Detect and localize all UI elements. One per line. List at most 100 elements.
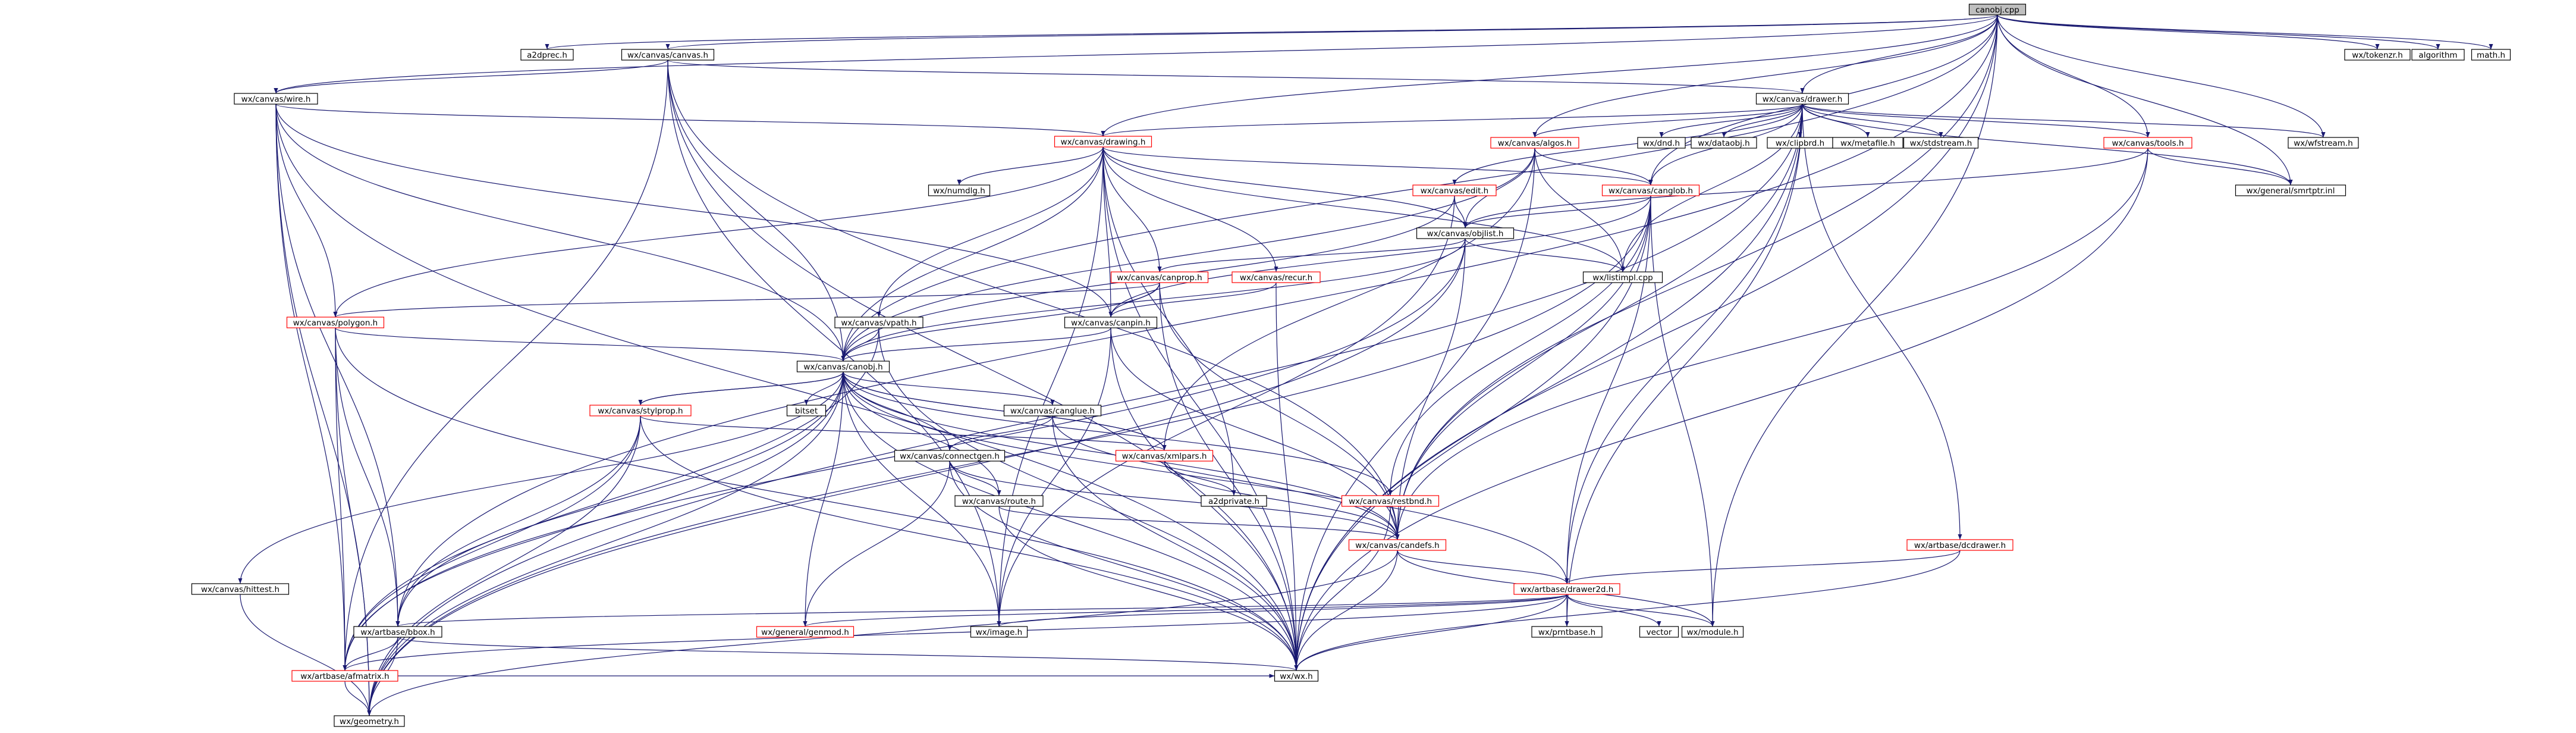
node-edit-h[interactable]: wx/canvas/edit.h [1412,184,1497,196]
node-polygon-h[interactable]: wx/canvas/polygon.h [286,317,385,328]
node-dataobj-h[interactable]: wx/dataobj.h [1691,137,1757,149]
edge-canvas-h-to-image-h [667,59,1000,627]
node-wfstream-h[interactable]: wx/wfstream.h [2288,137,2359,149]
node-wx-h[interactable]: wx/wx.h [1274,670,1319,682]
node-stylprop-h[interactable]: wx/canvas/stylprop.h [589,405,692,416]
node-stdstream-h[interactable]: wx/stdstream.h [1903,137,1979,149]
node-genmod-h[interactable]: wx/general/genmod.h [756,626,855,638]
edge-arrowhead [803,621,808,627]
node-canprop-h[interactable]: wx/canvas/canprop.h [1110,271,1209,283]
edge-drawing-h-to-objlist-h [1102,146,1466,228]
edge-bbox-h-to-wx-h [397,637,1297,671]
node-box [1582,271,1663,283]
node-vector[interactable]: vector [1639,626,1679,638]
node-box [786,405,827,416]
node-hittest-h[interactable]: wx/canvas/hittest.h [191,583,290,595]
edge-tools-h-to-candefs-h [1397,148,2148,540]
node-bbox-h[interactable]: wx/artbase/bbox.h [353,626,442,638]
node-vpath-h[interactable]: wx/canvas/vpath.h [834,317,923,328]
node-box [1274,670,1319,682]
node-canpin-h[interactable]: wx/canvas/canpin.h [1064,317,1158,328]
node-a2dprec[interactable]: a2dprec.h [520,49,574,61]
node-label: wx/clipbrd.h [1776,139,1824,148]
edge-canprop-h-to-wx-h [1159,282,1297,671]
edge-arrowhead [2288,180,2293,185]
edge-wire-h-to-canobj-h [275,104,844,362]
node-box [1232,271,1321,283]
node-bitset[interactable]: bitset [786,405,827,416]
node-box [1906,539,2013,551]
node-recur-h[interactable]: wx/canvas/recur.h [1232,271,1321,283]
edge-restbnd-h-to-wx-h [1296,506,1391,671]
edge-arrowhead [2375,44,2380,49]
node-metafile-h[interactable]: wx/metafile.h [1832,137,1903,149]
edge-arrowhead [997,621,1001,627]
node-canglob-h[interactable]: wx/canvas/canglob.h [1601,184,1700,196]
edge-canobj-cpp-to-algos-h [1534,14,1998,138]
node-dcdrawer-h[interactable]: wx/artbase/dcdrawer.h [1906,539,2013,551]
edge-canglob-h-to-canpin-h [1110,195,1651,318]
node-xmlpars-h[interactable]: wx/canvas/xmlpars.h [1115,450,1214,462]
node-drawer-h[interactable]: wx/canvas/drawer.h [1755,93,1849,105]
node-connectgen-h[interactable]: wx/canvas/connectgen.h [894,450,1006,462]
node-label: wx/canvas/route.h [962,497,1036,506]
node-image-h[interactable]: wx/image.h [970,626,1028,638]
edge-connectgen-h-to-genmod-h [805,461,950,627]
node-dnd-h[interactable]: wx/dnd.h [1637,137,1686,149]
edge-route-h-to-candefs-h [998,506,1398,540]
edge-canvas-h-to-canobj-h [667,59,844,362]
edge-canobj-h-to-afmatrix-h [344,371,844,671]
node-route-h[interactable]: wx/canvas/route.h [954,495,1044,507]
node-objlist-h[interactable]: wx/canvas/objlist.h [1416,227,1515,239]
node-tokenzr[interactable]: wx/tokenzr.h [2344,49,2411,61]
node-tools-h[interactable]: wx/canvas/tools.h [2103,137,2192,149]
node-geometry-h[interactable]: wx/geometry.h [334,715,405,727]
node-listimpl-cpp[interactable]: wx/listimpl.cpp [1582,271,1663,283]
node-label: wx/canvas/objlist.h [1427,229,1504,239]
node-box [2288,137,2359,149]
edge-arrowhead [841,356,846,361]
edge-drawing-h-to-polygon-h [335,146,1104,318]
edge-drawer-h-to-dataobj-h [1723,104,1803,138]
node-drawing-h[interactable]: wx/canvas/drawing.h [1054,136,1152,148]
edge-wire-h-to-canpin-h [275,104,1111,318]
edge-drawing-h-to-numdlg-h [959,146,1104,186]
node-restbnd-h[interactable]: wx/canvas/restbnd.h [1341,495,1440,507]
node-algorithm[interactable]: algorithm [2411,49,2465,61]
node-clipbrd-h[interactable]: wx/clipbrd.h [1767,137,1833,149]
edge-canvas-h-to-candefs-h [667,59,1398,540]
node-canobj-h[interactable]: wx/canvas/canobj.h [796,361,890,372]
edge-arrowhead [1232,490,1236,496]
node-canvas-h[interactable]: wx/canvas/canvas.h [621,49,715,61]
node-smrtptr-h[interactable]: wx/general/smrtptr.inl [2235,184,2346,196]
node-drawer2d-h[interactable]: wx/artbase/drawer2d.h [1513,583,1620,595]
node-a2dprivate-h[interactable]: a2dprivate.h [1201,495,1267,507]
node-canobj-cpp[interactable]: canobj.cpp [1968,4,2027,15]
edge-arrowhead [1463,223,1468,228]
node-label: wx/canvas/canpin.h [1071,318,1151,328]
edge-arrowhead [1659,132,1664,137]
edge-arrowhead [1294,665,1299,671]
edge-arrowhead [1620,267,1625,272]
edge-xmlpars-h-to-candefs-h [1164,461,1398,540]
node-numdlg-h[interactable]: wx/numdlg.h [928,184,991,196]
node-afmatrix-h[interactable]: wx/artbase/afmatrix.h [291,670,398,682]
edge-objlist-h-to-listimpl-cpp [1465,238,1623,272]
node-label: wx/canvas/connectgen.h [900,452,1000,461]
node-label: a2dprivate.h [1208,497,1259,506]
edge-arrowhead [1395,534,1400,540]
node-box [1412,184,1497,196]
node-math[interactable]: math.h [2471,49,2511,61]
node-candefs-h[interactable]: wx/canvas/candefs.h [1348,539,1447,551]
node-prntbase-h[interactable]: wx/prntbase.h [1531,626,1603,638]
node-module-h[interactable]: wx/module.h [1681,626,1744,638]
edge-algos-h-to-wx-h [1296,148,1535,671]
edge-arrowhead [877,312,881,317]
node-wire-h[interactable]: wx/canvas/wire.h [234,93,318,105]
node-box [1416,227,1515,239]
node-box [928,184,991,196]
node-algos-h[interactable]: wx/canvas/algos.h [1490,137,1579,149]
edge-canobj-cpp-to-drawing-h [1102,14,1998,137]
nodes-layer: canobj.cpp a2dprec.h wx/canvas/canvas.h wx/… [191,4,2511,727]
node-canglue-h[interactable]: wx/canvas/canglue.h [1003,405,1102,416]
